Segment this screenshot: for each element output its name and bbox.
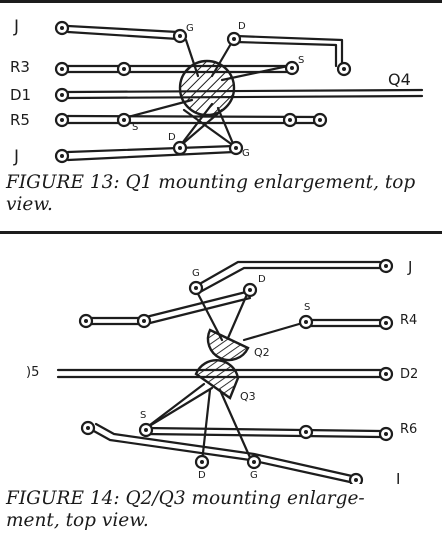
figure-divider (0, 231, 442, 234)
figure-14-caption: FIGURE 14: Q2/Q3 mounting enlarge- ment,… (6, 488, 438, 532)
pad (378, 426, 394, 442)
pad (54, 148, 70, 164)
connector-label-j-bottom: J (13, 147, 19, 167)
pad (116, 112, 132, 128)
q1-body (178, 59, 236, 117)
pin-label-g-top: G (192, 268, 200, 279)
pad (298, 424, 314, 440)
figure-13-caption: FIGURE 13: Q1 mounting enlargement, top … (6, 172, 416, 215)
pad (284, 60, 300, 76)
pin-label-d-top: D (258, 274, 266, 285)
pin-label-s-right: S (298, 55, 304, 66)
pad (282, 112, 298, 128)
pad (312, 112, 328, 128)
pads-fig13 (54, 20, 352, 164)
transistor-label-q3: Q3 (240, 390, 256, 403)
pad (54, 112, 70, 128)
pin-label-s-left: S (132, 122, 138, 133)
pad (298, 314, 314, 330)
pin-label-s-right: S (304, 302, 310, 313)
top-rule (0, 0, 442, 3)
pin-label-g-bottom: G (250, 470, 258, 481)
transistor-label-q4: Q4 (388, 70, 411, 89)
pad (78, 313, 94, 329)
traces-fig13 (66, 24, 424, 162)
connector-label-r6: R6 (400, 422, 417, 437)
connector-label-d2: D2 (400, 367, 418, 382)
connector-label-r5: R5 (10, 111, 30, 129)
pin-label-s-left: S (140, 410, 146, 421)
connector-label-j-bottom: J (395, 470, 400, 484)
pads-fig14 (78, 258, 394, 484)
pad (242, 282, 258, 298)
connector-label-j-top: J (407, 258, 412, 276)
pin-label-g-bottom: G (242, 148, 250, 159)
figure-14-caption-line-2: ment, top view. (6, 510, 149, 531)
connector-label-r3: R3 (10, 58, 30, 76)
pad (228, 140, 244, 156)
pad (116, 61, 132, 77)
pad (378, 258, 394, 274)
pad (378, 315, 394, 331)
pin-label-g-top: G (186, 23, 194, 34)
pin-label-d-top: D (238, 21, 246, 32)
pin-label-d-bottom: D (168, 132, 176, 143)
pad (80, 420, 96, 436)
transistor-label-q2: Q2 (254, 346, 270, 359)
pad (378, 366, 394, 382)
figure-14-caption-line-1: FIGURE 14: Q2/Q3 mounting enlarge- (6, 488, 365, 509)
pad (194, 454, 210, 470)
connector-label-j-top: J (13, 17, 19, 37)
q2-body (206, 328, 250, 362)
pad (54, 61, 70, 77)
pad (138, 422, 154, 438)
pad (54, 87, 70, 103)
connector-label-d1: D1 (10, 86, 31, 104)
pad (172, 140, 188, 156)
pad (226, 31, 242, 47)
pad (172, 28, 188, 44)
q3-body (194, 359, 240, 400)
pad (54, 20, 70, 36)
pad (188, 280, 204, 296)
pad (136, 313, 152, 329)
figure-13-diagram: J R3 D1 R5 J (10, 17, 424, 167)
figure-14-diagram: J R4 D2 R6 J )5 (26, 258, 418, 484)
connector-label-r4: R4 (400, 313, 417, 328)
pad (348, 472, 364, 484)
pin-label-d-bottom: D (198, 470, 206, 481)
left-edge-label: )5 (26, 365, 39, 380)
pad (246, 454, 262, 470)
pad (336, 61, 352, 77)
